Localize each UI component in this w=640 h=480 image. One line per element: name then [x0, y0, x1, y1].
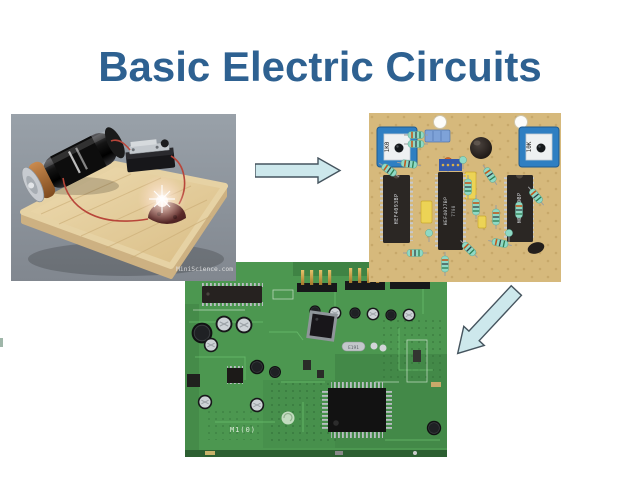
- page-title: Basic Electric Circuits: [98, 43, 542, 90]
- photo-motherboard: E191: [185, 262, 447, 457]
- board-bottom-edge: [185, 450, 447, 457]
- right-arrow-shape: [255, 157, 342, 185]
- qfp-chip-large: [322, 382, 392, 438]
- flow-arrow-down-left: [447, 282, 527, 362]
- logo-pad: [281, 411, 295, 425]
- smd-components: [187, 350, 441, 387]
- photo-simple-circuit: MiniScience.com: [11, 114, 236, 281]
- crystal-oscillator: E191: [341, 341, 366, 352]
- knife-switch: [125, 139, 176, 173]
- trimpot-right: 10K: [518, 126, 560, 168]
- crystal-label: E191: [348, 345, 359, 351]
- ic-middle-code: 7708: [451, 205, 456, 216]
- trimpot-right-label: 10K: [526, 141, 533, 152]
- diagonal-arrow-shape: [456, 284, 523, 355]
- ic-left-label: HEF4093BP: [394, 194, 400, 225]
- qfp-chip-small: [306, 310, 338, 342]
- ic-middle: HEF4027BP 7708: [435, 159, 466, 250]
- trimpot-left: 1K0: [376, 126, 418, 168]
- bulb-glow-flare: [149, 185, 175, 213]
- mounting-hole: [433, 115, 447, 129]
- photo-prototype-board: 1K0 10K: [369, 113, 561, 282]
- round-capacitor: [470, 137, 492, 159]
- slide-edge-artifact: [0, 338, 3, 347]
- ic-middle-label: HEF4027BP: [443, 197, 449, 226]
- motherboard-image: E191: [185, 262, 447, 457]
- black-capacitor-small: [527, 242, 545, 254]
- watermark: MiniScience.com: [176, 266, 233, 273]
- silkscreen-label: M1(0): [230, 426, 256, 434]
- light-bulb: [138, 175, 186, 224]
- trimpot-left-label: 1K0: [384, 141, 391, 152]
- simple-circuit-image: MiniScience.com: [11, 114, 236, 281]
- dip-ic: [201, 283, 263, 306]
- flow-arrow-right: [255, 157, 342, 185]
- ic-left: HEF4093BP: [380, 175, 413, 243]
- prototype-board-image: 1K0 10K: [369, 113, 561, 282]
- d-battery: [21, 127, 125, 203]
- jumper-block: [424, 129, 451, 143]
